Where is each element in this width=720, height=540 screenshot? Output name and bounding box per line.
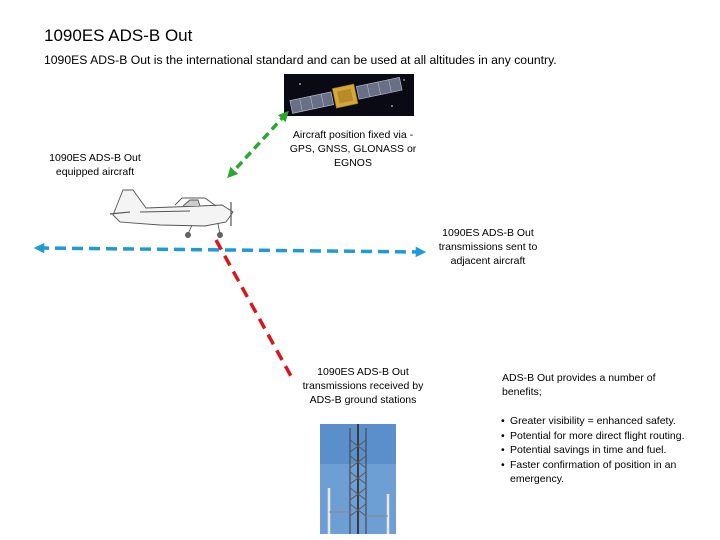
satellite-link-arrow xyxy=(227,110,289,179)
aircraft-label: 1090ES ADS-B Out equipped aircraft xyxy=(49,152,141,178)
ground-station-image xyxy=(320,424,396,534)
ground-link-line xyxy=(214,239,294,379)
adjacent-aircraft-label: 1090ES ADS-B Out transmissions sent to a… xyxy=(438,227,538,267)
aircraft-image xyxy=(109,189,234,238)
ground-station-label: 1090ES ADS-B Out transmissions received … xyxy=(302,366,424,406)
satellite-label: Aircraft position fixed via - GPS, GNSS,… xyxy=(289,129,417,169)
benefit-item: Potential for more direct flight routing… xyxy=(501,429,711,444)
adjacent-link-arrow xyxy=(33,242,427,258)
page-subtitle: 1090ES ADS-B Out is the international st… xyxy=(44,53,557,67)
benefit-item: Greater visibility = enhanced safety. xyxy=(501,414,711,429)
benefits-intro: ADS-B Out provides a number of benefits; xyxy=(502,372,656,398)
benefits-list: Greater visibility = enhanced safety. Po… xyxy=(501,414,711,487)
benefit-item: Potential savings in time and fuel. xyxy=(501,443,711,458)
page-title: 1090ES ADS-B Out xyxy=(44,26,193,45)
benefit-item: Faster confirmation of position in an em… xyxy=(501,458,711,487)
satellite-image xyxy=(284,74,414,116)
